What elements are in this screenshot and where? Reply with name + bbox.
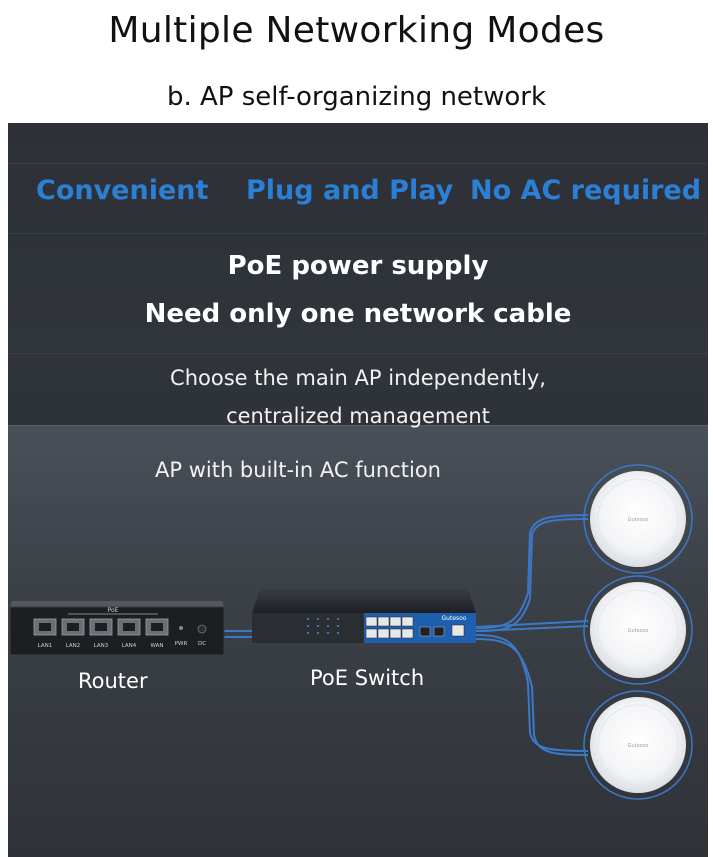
poe-switch-label: PoE Switch (310, 666, 425, 690)
ap-brand: Gutesoo (628, 517, 649, 523)
router-dc-label: DC (198, 641, 206, 647)
router-label: Router (78, 669, 148, 693)
router-port-lan4: LAN4 (122, 643, 137, 649)
cable-switch-aps (475, 514, 589, 756)
ceiling-line (8, 353, 708, 354)
page-title: Multiple Networking Modes (108, 10, 605, 51)
description-line-3: AP with built-in AC function (155, 458, 441, 482)
router-port-lan1: LAN1 (38, 643, 53, 649)
router-port-lan3: LAN3 (94, 643, 109, 649)
ap-brand: Gutesoo (628, 628, 649, 634)
network-diagram: PoE LAN1 LAN2 LAN3 LAN4 WAN (9, 464, 693, 800)
feature-plug-and-play: Plug and Play (246, 175, 454, 206)
description-line-2: centralized management (226, 404, 490, 428)
poe-switch-device: Gutesoo (252, 589, 476, 643)
diagram-panel: Convenient Plug and Play No AC required … (8, 123, 708, 857)
feature-row: Convenient Plug and Play No AC required (8, 175, 708, 215)
ceiling-line (8, 233, 708, 234)
router-poe-label: PoE (108, 607, 119, 614)
switch-brand: Gutesoo (442, 615, 467, 622)
feature-no-ac: No AC required (470, 175, 702, 206)
headline-cable: Need only one network cable (144, 299, 572, 329)
access-point-2: Gutesoo (583, 575, 693, 685)
page-subtitle: b. AP self-organizing network (166, 82, 547, 112)
ceiling-line (8, 163, 708, 164)
cable-router-switch (224, 630, 252, 638)
router-port-lan2: LAN2 (66, 643, 81, 649)
description-line-1: Choose the main AP independently, (170, 366, 546, 390)
access-point-1: Gutesoo (583, 464, 693, 574)
headline-poe: PoE power supply (227, 251, 489, 281)
router-pwr-label: PWR (175, 641, 188, 647)
ap-brand: Gutesoo (628, 743, 649, 749)
router-device: PoE LAN1 LAN2 LAN3 LAN4 WAN (9, 601, 225, 656)
router-port-wan: WAN (150, 643, 163, 649)
access-point-3: Gutesoo (583, 690, 693, 800)
feature-convenient: Convenient (36, 175, 209, 206)
